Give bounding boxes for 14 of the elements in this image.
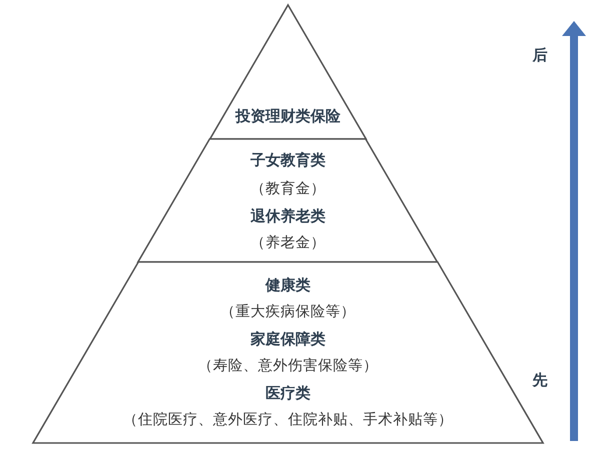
category-heading: 健康类 xyxy=(266,275,310,295)
category-examples: （住院医疗、意外医疗、住院补贴、手术补贴等） xyxy=(123,410,453,430)
category-examples: （养老金） xyxy=(250,234,326,253)
order-label: 后 xyxy=(532,45,548,65)
category-heading: 子女教育类 xyxy=(250,150,326,170)
pyramid-top xyxy=(210,5,366,139)
category-heading: 医疗类 xyxy=(266,383,310,403)
category-heading: 投资理财类保险 xyxy=(235,106,340,126)
category-heading: 退休养老类 xyxy=(250,206,326,226)
category-examples: （教育金） xyxy=(250,180,326,199)
category-heading: 家庭保障类 xyxy=(250,329,326,349)
order-label: 先 xyxy=(532,370,548,390)
category-examples: （寿险、意外伤害保险等） xyxy=(198,356,378,376)
category-examples: （重大疾病保险等） xyxy=(220,303,356,322)
